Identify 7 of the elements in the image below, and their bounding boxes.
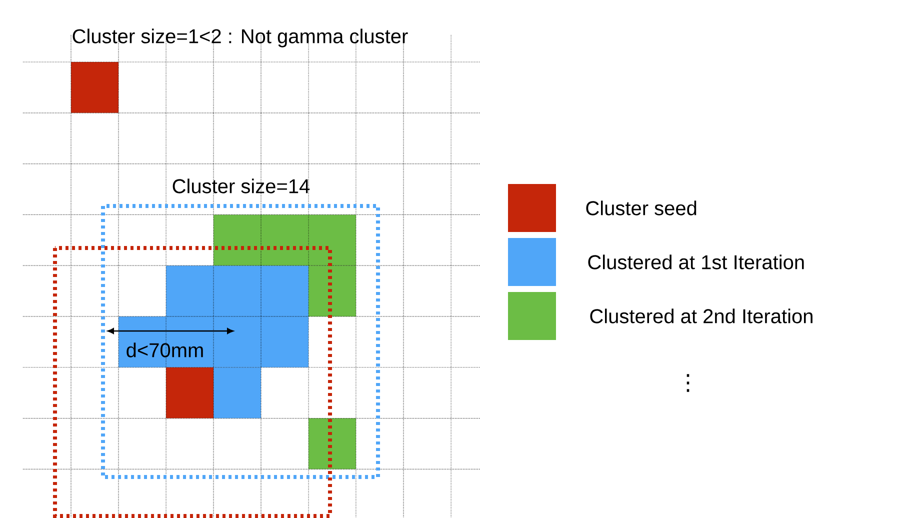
legend-label: Cluster seed	[586, 200, 696, 216]
cluster-size-label: Cluster size=1<2 : Not gamma cluster	[72, 28, 408, 48]
legend-label: Clustered at 2nd Iteration	[590, 308, 812, 324]
legend-label: Clustered at 1st Iteration	[588, 254, 804, 270]
ellipsis: ⋮	[686, 374, 690, 392]
dimension-label: d<70mm	[126, 342, 203, 358]
cluster-size-label: Cluster size=14	[172, 178, 310, 194]
